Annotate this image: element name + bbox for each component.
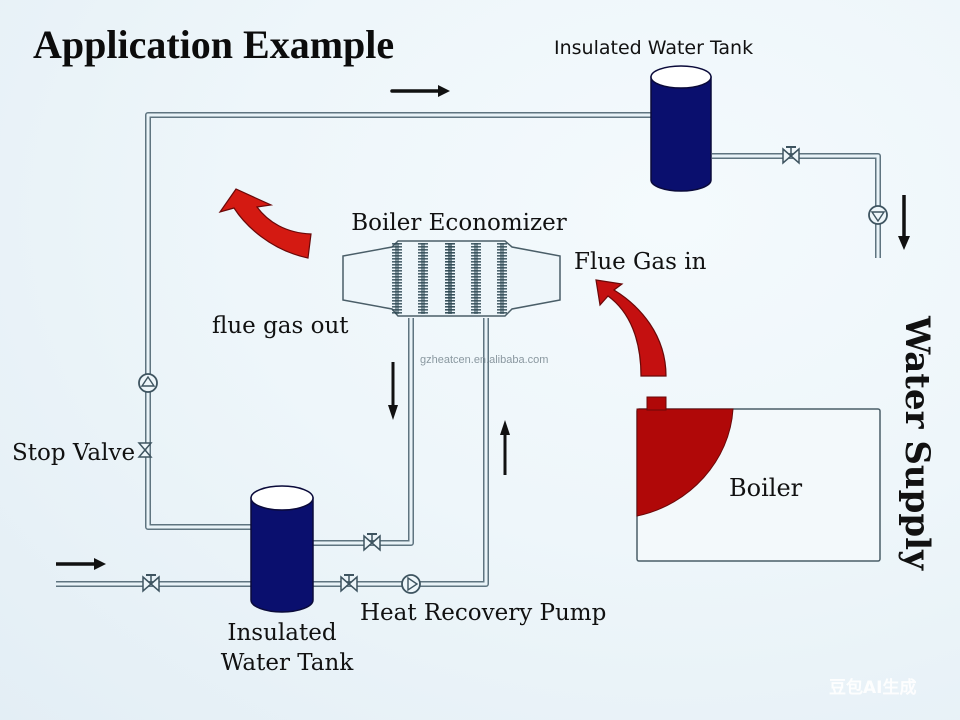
boiler — [636, 396, 881, 562]
boiler-label: Boiler — [729, 474, 803, 502]
bottom-tank-label-line2: Water Tank — [221, 650, 355, 676]
top-tank-label: Insulated Water Tank — [554, 37, 753, 59]
flow-arrow-down-middle — [388, 362, 398, 420]
stop-valve-label: Stop Valve — [12, 440, 135, 466]
boiler-flue-stack — [646, 396, 667, 411]
bottom-tank-label-line1: Insulated — [227, 620, 336, 646]
boiler-economizer — [342, 240, 561, 317]
heat-recovery-pump — [401, 574, 421, 594]
ai-generated-badge: 豆包AI生成 — [829, 677, 916, 698]
gate-valve-inlet — [142, 574, 160, 593]
page-title: Application Example — [33, 22, 394, 67]
pipe-supply-out — [712, 153, 881, 258]
flow-arrow-up-middle — [500, 420, 510, 475]
flow-arrow-right-inlet — [56, 558, 106, 570]
gate-valve-pump-line — [340, 574, 358, 593]
watermark-text: gzheatcen.en.alibaba.com — [420, 354, 548, 366]
insulated-water-tank-top — [650, 65, 712, 192]
stop-valve — [137, 442, 153, 458]
flue-gas-in-label: Flue Gas in — [574, 249, 707, 275]
gate-valve-top — [782, 146, 800, 165]
insulated-water-tank-bottom — [250, 485, 314, 613]
economizer-label: Boiler Economizer — [351, 210, 566, 236]
pump-supply — [868, 205, 888, 225]
heat-recovery-pump-label: Heat Recovery Pump — [360, 600, 606, 626]
flue-gas-out-arrow — [218, 188, 312, 259]
pump-left-riser — [138, 373, 158, 393]
flue-gas-out-label: flue gas out — [212, 313, 349, 339]
gate-valve-return — [363, 533, 381, 552]
pipe-economizer-return — [312, 318, 414, 546]
flow-arrows — [56, 85, 910, 570]
economizer-fins — [392, 243, 507, 314]
flow-arrow-right-top — [390, 85, 450, 97]
water-supply-label: Water Supply — [897, 315, 937, 571]
pipe-network — [56, 112, 881, 587]
boiler-flame — [636, 408, 734, 517]
flue-gas-in-arrow — [595, 279, 667, 377]
flow-arrow-down-right — [898, 195, 910, 250]
